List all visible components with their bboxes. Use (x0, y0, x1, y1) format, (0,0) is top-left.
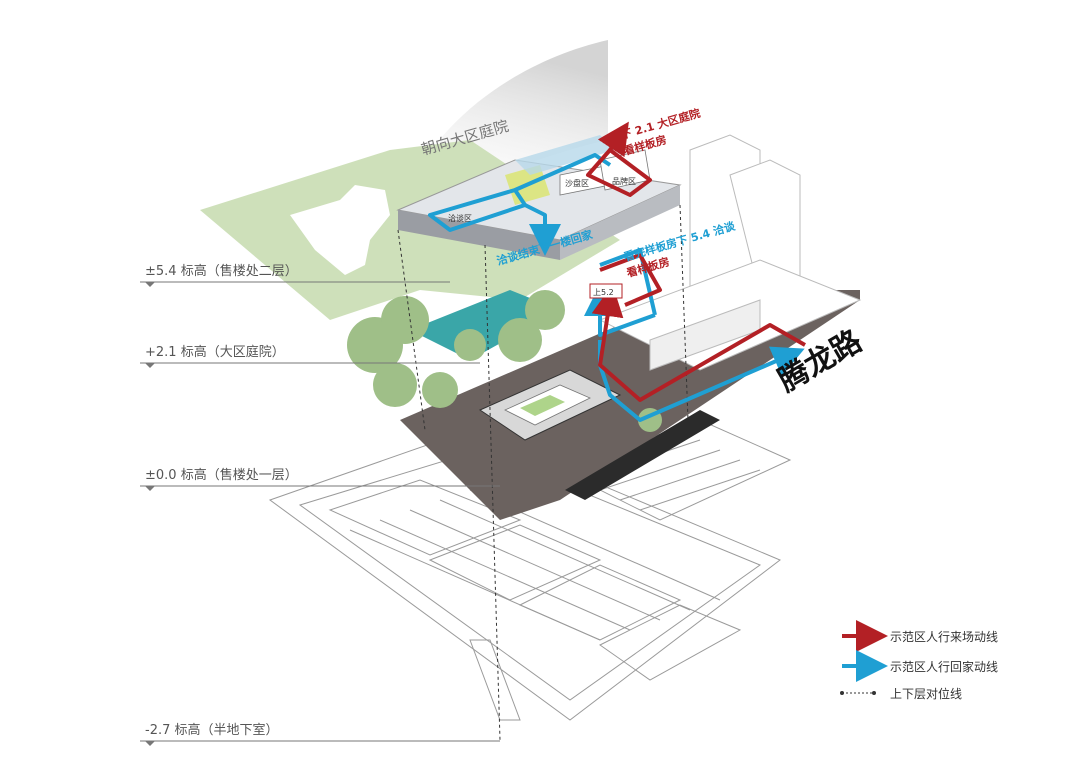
right-buildings (598, 134, 862, 371)
building-footprint (290, 185, 390, 275)
elevation-marker-label: 上5.2 (593, 288, 614, 297)
zone-label-mid: 沙盘区 (565, 178, 589, 188)
entrance-steps (565, 410, 720, 500)
legend-label-return: 示范区人行回家动线 (890, 659, 998, 674)
level-label-5-4: ±5.4 标高（售楼处二层） (145, 263, 298, 279)
zone-label-left: 洽谈区 (448, 213, 472, 223)
elevation-marker-box (589, 283, 623, 299)
alignment-lines (397, 204, 689, 741)
legend-label-arrival: 示范区人行来场动线 (890, 630, 998, 644)
level-lines (140, 281, 500, 746)
legend-label-alignment: 上下层对位线 (890, 686, 962, 701)
level-label-2-1: +2.1 标高（大区庭院） (145, 344, 285, 360)
red-route (586, 121, 806, 402)
level-label-minus-2-7: -2.7 标高（半地下室） (145, 722, 279, 738)
level-label-0-0: ±0.0 标高（售楼处一层） (145, 467, 298, 483)
legend: 示范区人行来场动线 示范区人行回家动线 上下层对位线 (840, 620, 998, 701)
pool (410, 290, 560, 360)
zone-label-right: 品牌区 (612, 176, 636, 186)
trees (347, 290, 662, 432)
